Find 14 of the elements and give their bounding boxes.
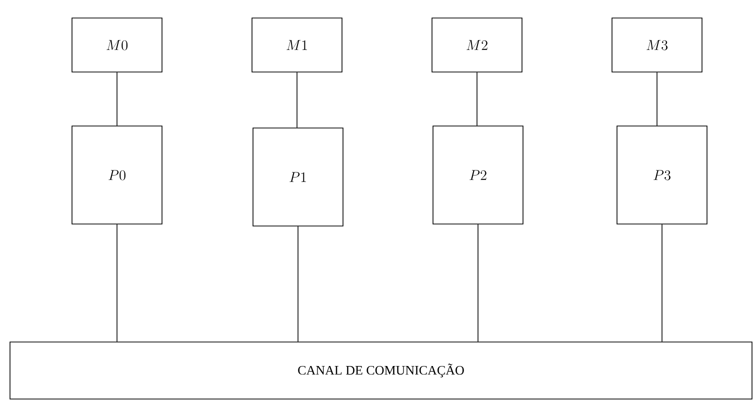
connector-line	[296, 72, 298, 128]
processor-box: $P1$	[252, 128, 344, 226]
processor-box: $P0$	[72, 126, 162, 224]
connector-line	[116, 224, 118, 342]
connector-line	[116, 72, 118, 126]
processor-box: $P3$	[616, 126, 708, 224]
connector-line	[656, 72, 658, 126]
memory-box: $M2$	[432, 18, 522, 72]
channel-box: CANAL DE COMUNICAÇÃO	[10, 342, 752, 400]
memory-box: $M1$	[252, 18, 342, 72]
memory-box: $M0$	[72, 18, 162, 72]
memory-box: $M3$	[612, 18, 702, 72]
connector-line	[476, 72, 478, 126]
processor-box: $P2$	[432, 126, 524, 224]
